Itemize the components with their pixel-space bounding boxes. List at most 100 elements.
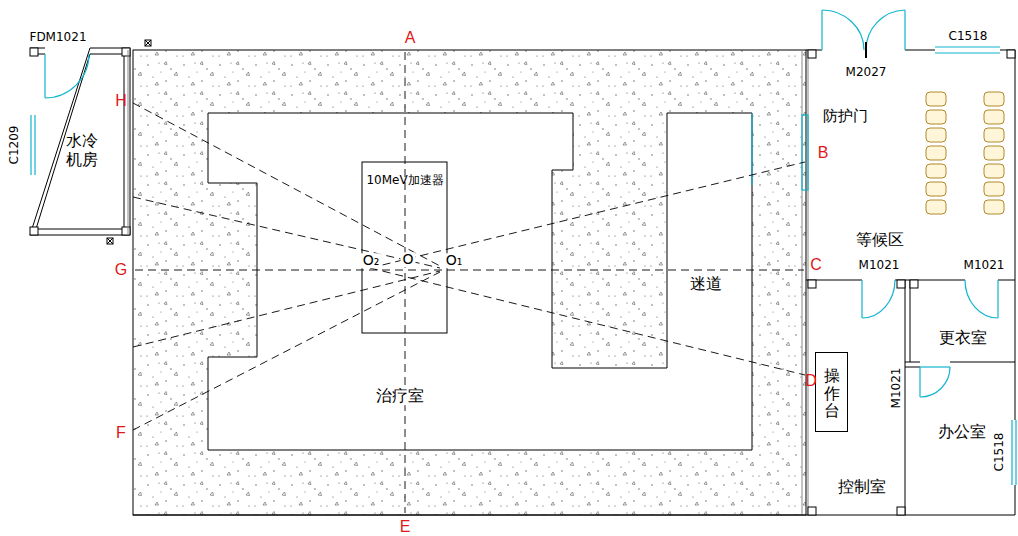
concrete-wall [133,50,806,515]
waiting-chairs-part [984,182,1004,196]
waiting-chairs-part [926,92,946,106]
concrete-wall-part [208,113,752,450]
doors-and-windows-part [904,10,905,50]
window-code: C1209 [8,126,21,165]
door-code: M1021 [962,259,1007,272]
building-walls-part [910,280,918,288]
doors-and-windows-part [935,46,1000,47]
point-name: O₁ [444,253,465,268]
water-room-walls-part [107,238,113,244]
doors-and-windows-part [45,54,89,98]
water-room-walls-part [107,238,113,244]
room-name: 治疗室 [374,387,426,405]
doors-and-windows-part [822,10,864,50]
waiting-chairs-part [926,146,946,160]
calculation-lines-part [133,272,440,430]
doors-and-windows-part [1015,420,1016,485]
doors-and-windows-part [862,280,895,318]
building-walls-part [897,507,905,515]
room: 更衣室 [918,290,1014,360]
building-walls-part [133,515,1015,516]
room-name: 10MeV加速器 [366,173,443,187]
doors-and-windows-part [44,54,45,98]
building-walls-part [905,50,935,51]
water-room-walls-part [30,227,38,235]
water-room-walls-part [128,50,129,235]
calculation-lines-part [135,270,804,271]
doors-and-windows-part [802,115,808,190]
building-walls-part [808,50,816,58]
doors-and-windows-part [821,10,822,50]
building-walls-part [808,507,816,515]
building-walls-part [1015,50,1016,420]
water-room-walls-part [145,40,151,46]
point-name: O₂ [361,253,382,268]
water-room-walls-part [36,54,124,229]
room-name: 等候区 [856,230,904,249]
calculation-lines-part [133,271,440,347]
waiting-chairs-part [984,146,1004,160]
equipment-box: 10MeV加速器 [363,163,446,332]
room-name: 办公室 [938,422,986,441]
water-room-walls-part [30,48,130,235]
doors-and-windows-part [861,280,862,318]
door-handle-part [865,42,867,58]
building-walls-part [905,362,920,363]
waiting-chairs-part [984,128,1004,142]
water-room-walls-part [122,48,130,56]
point-letter: B [818,144,829,162]
room-name: 控制室 [838,477,886,496]
water-room-walls [30,40,151,244]
accelerator-outline-part [362,162,447,333]
waiting-chairs-part [984,92,1004,106]
room: 水冷 机房 [38,56,124,228]
doors-and-windows-part [935,52,1000,53]
doors-and-windows-part [34,115,35,175]
doors-and-windows [31,10,1016,485]
point-letter: D [805,372,817,390]
building-walls-part [950,362,1015,363]
water-room-walls-part [107,238,113,244]
building-walls-part [905,367,920,368]
building-walls-part [1007,50,1015,58]
doors-and-windows-part [1011,420,1012,485]
waiting-chairs-part [926,128,946,142]
calculation-lines-part [405,52,406,513]
building-walls [133,50,1015,515]
water-room-walls-part [145,40,151,46]
doors-and-windows-part [920,366,950,367]
doors-and-windows-part [919,367,920,397]
door-label: 防护门 [821,108,870,125]
doors-and-windows-part [997,280,998,318]
waiting-chairs-part [926,182,946,196]
window-code: C1518 [993,431,1006,474]
building-walls-part [1015,485,1016,515]
waiting-chairs-part [984,164,1004,178]
doors-and-windows-part [30,115,31,175]
point-name: O [400,252,415,267]
waiting-chairs-part [984,110,1004,124]
building-walls-part [998,280,1015,281]
concrete-wall-part [133,50,806,515]
door-code: FDM1021 [29,31,86,44]
waiting-chairs-part [926,110,946,124]
door-code: M1021 [890,366,903,411]
doors-and-windows-part [965,280,998,318]
calculation-lines-part [133,197,440,268]
water-room-walls-part [122,227,130,235]
calculation-lines-part [370,268,805,375]
building-walls-part [910,280,911,362]
water-room-walls-part [30,48,38,56]
console-box: 操作台 [815,352,848,432]
room-name: 更衣室 [939,328,987,347]
point-letter: F [116,424,126,442]
building-walls-part [897,280,905,288]
point-letter: A [405,29,416,47]
calculation-lines [133,52,805,513]
point-letter: H [115,92,127,110]
doors-and-windows-part [866,10,905,50]
room: 等候区 [810,58,920,278]
door-code: M1021 [857,259,902,272]
room-name: 水冷 机房 [65,131,99,169]
